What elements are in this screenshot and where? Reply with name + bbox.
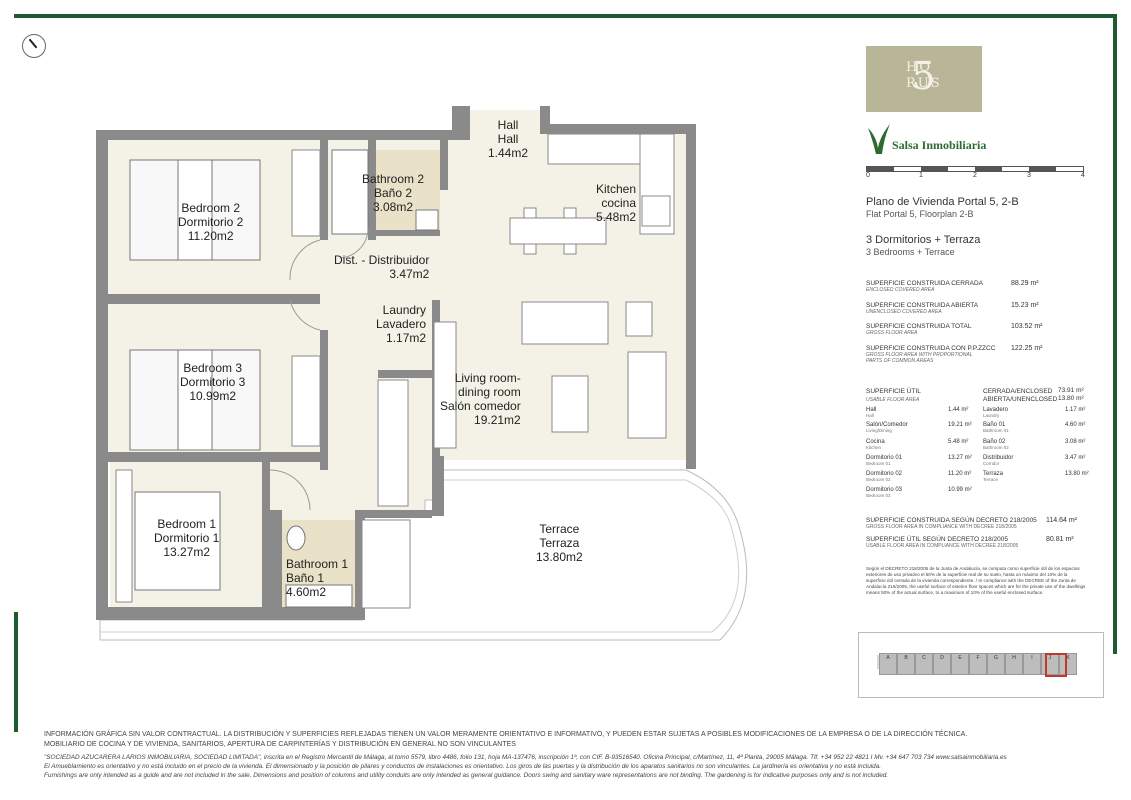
footer-furnishing-es: El Amueblamiento es orientativo y no est…	[44, 763, 882, 770]
footer-furnishing-en: Furnishings are only intended as a guide…	[44, 772, 889, 779]
kitchen-fixtures	[509, 133, 675, 255]
bath-fixtures	[285, 149, 439, 608]
salsa-leaf-icon	[868, 124, 890, 154]
decree-row: SUPERFICIE CONSTRUIDA SEGÚN DECRETO 218/…	[866, 517, 1077, 530]
company-name: Salsa Inmobiliaria	[892, 138, 987, 152]
decree-note: Según el DECRETO 218/2005 de la Junta de…	[866, 566, 1086, 595]
key-plan-highlight	[1045, 653, 1067, 677]
footer-disclaimer-1: INFORMACIÓN GRÁFICA SIN VALOR CONTRACTUA…	[44, 731, 968, 738]
north-compass-icon	[22, 34, 46, 58]
plan-title-es: Plano de Vivienda Portal 5, 2-B	[866, 196, 1019, 208]
plan-title-en: Flat Portal 5, Floorplan 2-B	[866, 209, 974, 219]
useful-area-label: SUPERFICIE ÚTIL	[866, 388, 921, 395]
frame-top-border	[14, 14, 1117, 18]
scale-bar: 0 1 2 3 4	[866, 166, 1086, 180]
footer-disclaimer-2: MOBILIARIO DE COCINA Y DE VIVIENDA, SANI…	[44, 741, 516, 748]
unenclosed-value: 13.80 m²	[1058, 395, 1084, 402]
wardrobes	[115, 149, 411, 609]
walls	[96, 106, 696, 620]
footer-company: "SOCIEDAD AZUCARERA LARIOS INMOBILIARIA,…	[44, 754, 1007, 761]
beds	[129, 159, 261, 591]
unenclosed-label: ABIERTA/UNENCLOSED	[983, 396, 1058, 403]
enclosed-value: 73.91 m²	[1058, 387, 1084, 394]
type-title-en: 3 Bedrooms + Terrace	[866, 247, 955, 257]
frame-left-border	[14, 612, 18, 732]
floor-plan	[96, 106, 748, 641]
key-plan: A B C D E F G H I J K	[858, 632, 1104, 698]
living-furniture	[433, 301, 667, 449]
door-swings	[269, 229, 369, 511]
terrace-railing	[100, 479, 740, 633]
enclosed-label: CERRADA/ENCLOSED	[983, 388, 1053, 395]
frame-right-border	[1113, 14, 1117, 654]
type-title-es: 3 Dormitorios + Terraza	[866, 234, 981, 246]
useful-area-sub: USABLE FLOOR AREA	[866, 397, 920, 403]
